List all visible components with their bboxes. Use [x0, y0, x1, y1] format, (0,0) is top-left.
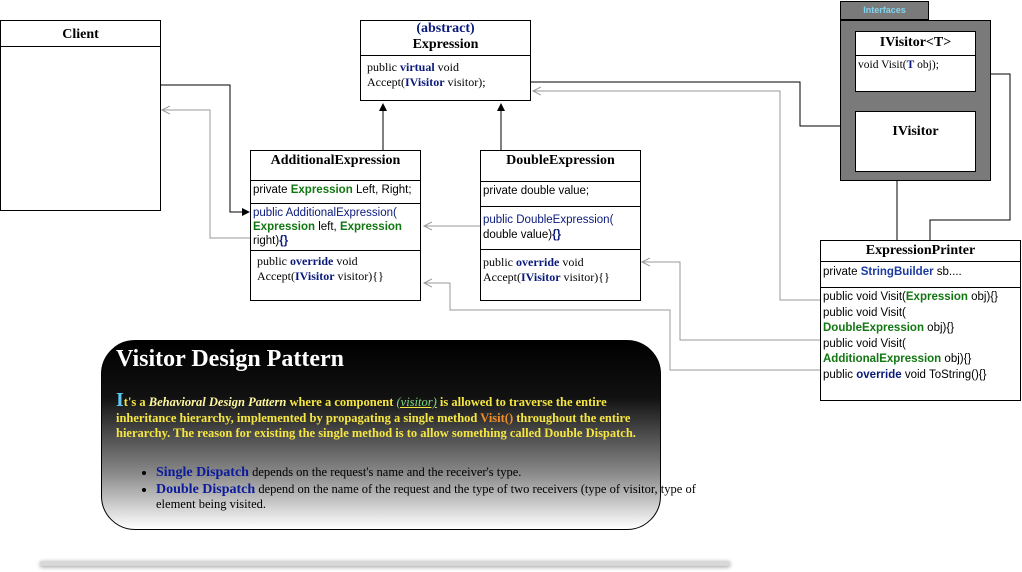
expression-name: Expression	[412, 37, 479, 52]
interfaces-package[interactable]: IVisitor<T> void Visit(T obj); IVisitor	[840, 20, 991, 181]
expression-accept-method: public virtual void Accept(IVisitor visi…	[367, 60, 486, 89]
additional-title: AdditionalExpression	[270, 153, 401, 168]
double-accept-method: public override void Accept(IVisitor vis…	[483, 255, 610, 284]
bottom-divider	[40, 561, 730, 566]
ivisitor-title: IVisitor	[892, 124, 939, 139]
client-to-additional-line	[160, 84, 250, 216]
ivisitor-t-title: IVisitor<T>	[879, 35, 952, 50]
expression-to-ivisitor-line	[530, 81, 853, 130]
additional-expression-class[interactable]: AdditionalExpression private Expression …	[250, 150, 421, 301]
printer-to-ivisitor-t-line	[929, 70, 1011, 240]
additional-fields: private Expression Left, Right;	[253, 184, 412, 196]
expression-class[interactable]: (abstract) Expression public virtual voi…	[360, 20, 531, 101]
printer-fields: private StringBuilder sb....	[823, 266, 962, 278]
client-title: Client	[62, 27, 99, 42]
pattern-description-card: Visitor Design Pattern It's a Behavioral…	[101, 340, 696, 530]
printer-visit-expression: public void Visit(Expression obj){}	[823, 291, 998, 303]
printer-visit-double: public void Visit(DoubleExpression obj){…	[823, 306, 955, 335]
double-constructor: public DoubleExpression( double value){}	[483, 214, 614, 241]
additional-to-client-line	[162, 110, 250, 239]
printer-methods: public void Visit(Expression obj){} publ…	[821, 288, 1020, 385]
pattern-paragraph: It's a Behavioral Design Pattern where a…	[116, 389, 636, 440]
bullet-single-dispatch: Single Dispatch depends on the request's…	[156, 465, 696, 480]
printer-title: ExpressionPrinter	[865, 243, 976, 258]
printer-to-double-line	[642, 262, 821, 341]
ivisitor-interface[interactable]: IVisitor	[855, 111, 976, 172]
pattern-heading: Visitor Design Pattern	[116, 346, 344, 372]
printer-tostring: public override void ToString(){}	[823, 368, 987, 381]
ivisitor-t-interface[interactable]: IVisitor<T> void Visit(T obj);	[855, 31, 976, 92]
double-expression-class[interactable]: DoubleExpression private double value; p…	[480, 150, 641, 301]
client-class[interactable]: Client	[0, 20, 161, 211]
expression-abstract-label: (abstract)	[416, 21, 475, 36]
printer-to-additional-line	[424, 283, 821, 371]
additional-constructor: public AdditionalExpression( Expression …	[253, 207, 402, 247]
additional-accept-method: public override void Accept(IVisitor vis…	[257, 254, 384, 283]
printer-to-expression-line	[533, 91, 821, 301]
double-title: DoubleExpression	[506, 153, 615, 168]
double-fields: private double value;	[483, 185, 590, 197]
expression-printer-class[interactable]: ExpressionPrinter private StringBuilder …	[820, 240, 1021, 401]
ivisitor-t-visit-method: void Visit(T obj);	[858, 59, 939, 71]
bullet-double-dispatch: Double Dispatch depend on the name of th…	[156, 482, 696, 512]
interfaces-tab: Interfaces	[840, 1, 929, 20]
expression-title: (abstract) Expression	[361, 21, 530, 53]
printer-visit-additional: public void Visit(AdditionalExpression o…	[823, 337, 972, 366]
pattern-bullets: Single Dispatch depends on the request's…	[116, 465, 696, 512]
